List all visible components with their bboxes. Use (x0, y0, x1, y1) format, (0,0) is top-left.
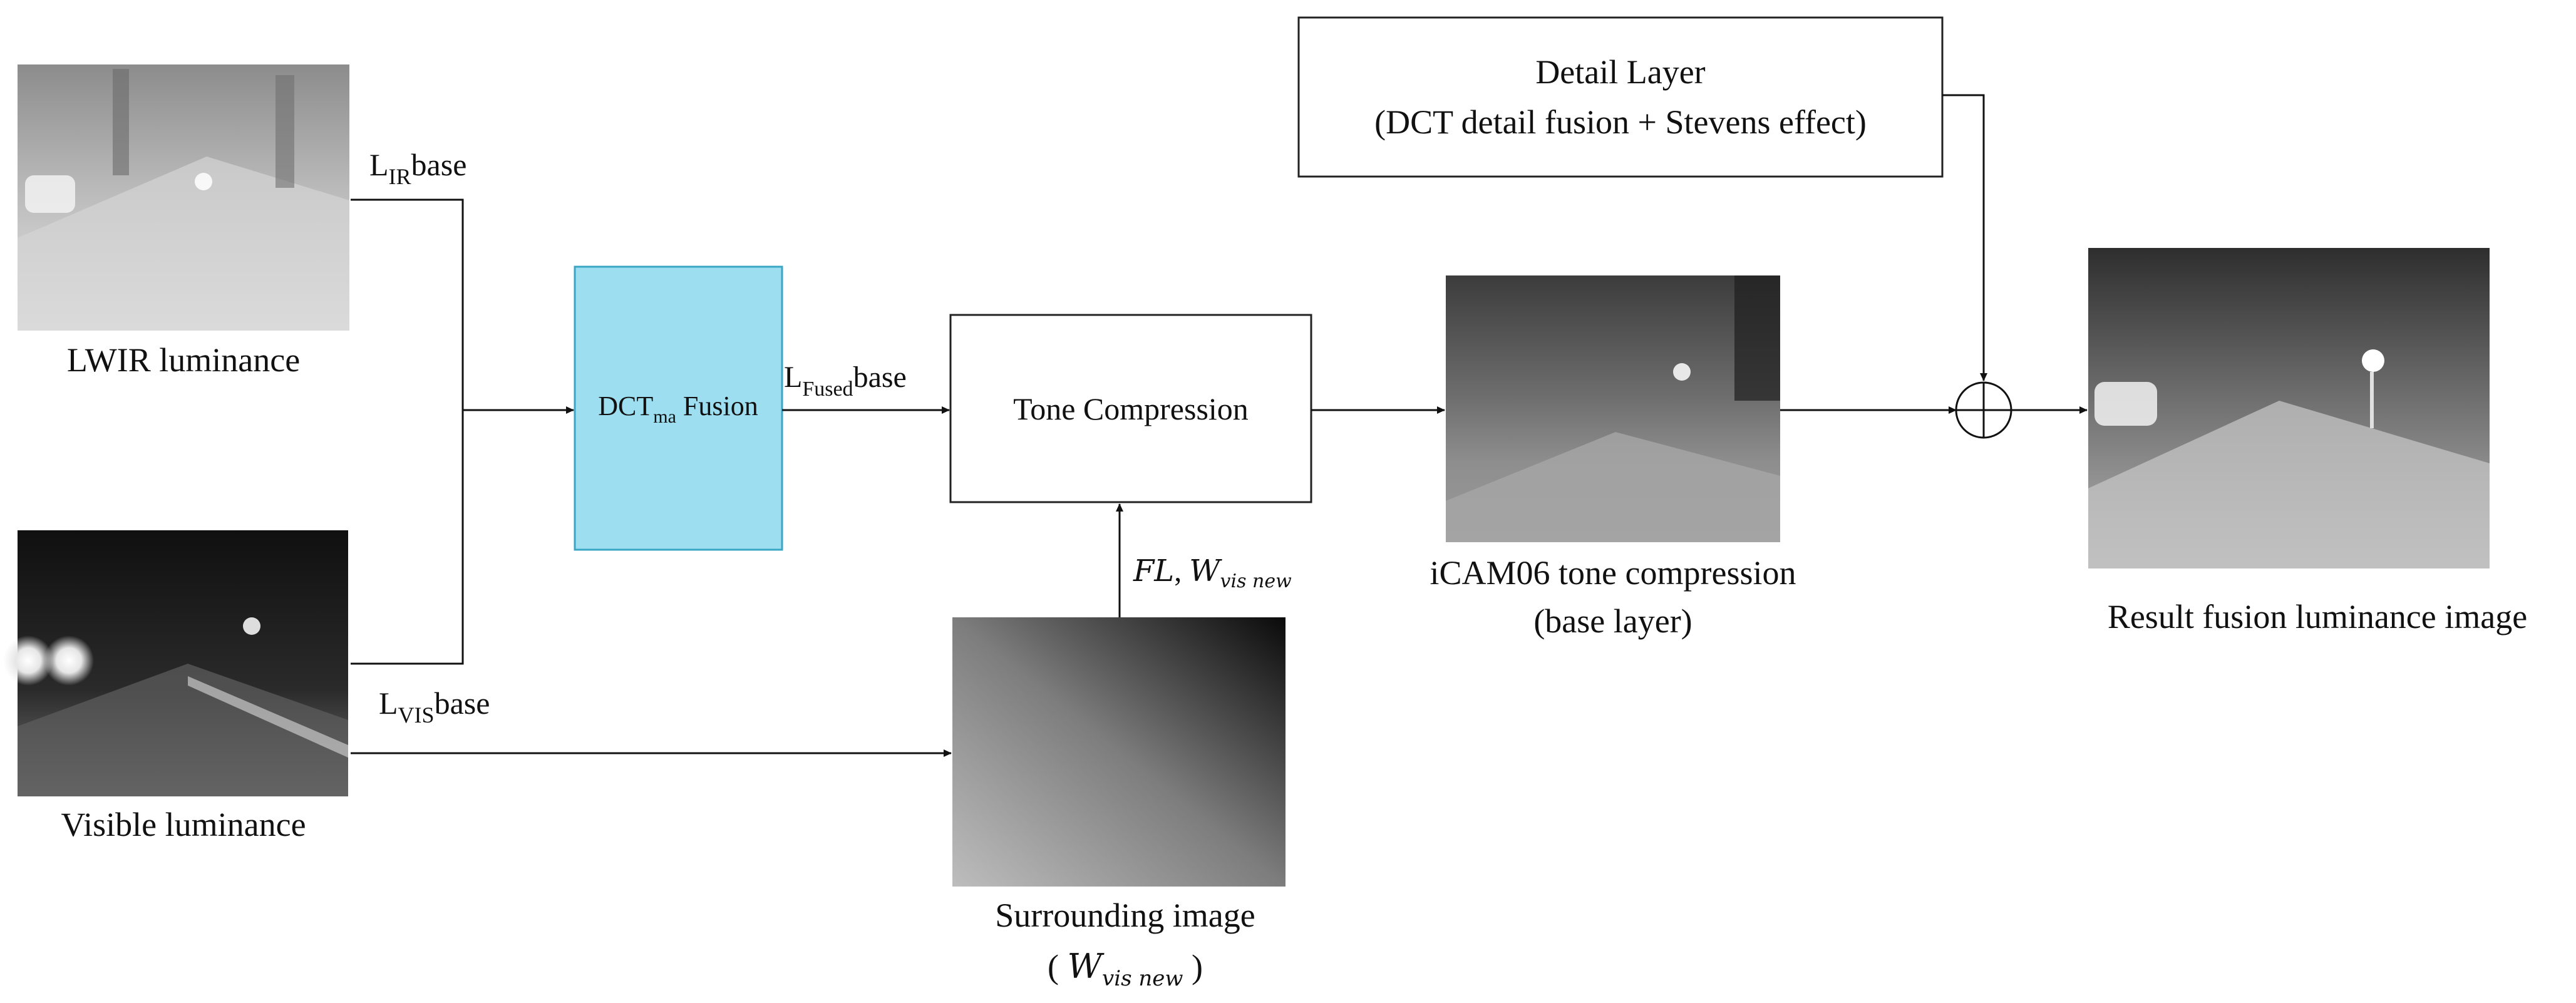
dct-fusion-box (574, 265, 783, 551)
result-fusion-image (2088, 248, 2490, 568)
visible-luminance-caption: Visible luminance (61, 806, 306, 843)
icam06-caption-line2: (base layer) (1533, 602, 1692, 640)
detail-layer-title: Detail Layer (1535, 53, 1705, 91)
detail-to-sum-arrow (1942, 94, 1987, 381)
dct-fusion-label: DCTma Fusion (598, 391, 758, 427)
ir-base-label: LIRbase (369, 147, 466, 189)
icam06-image (1446, 275, 1780, 542)
lwir-base-edge (351, 198, 464, 410)
subcaption-w-sub: vis new (1102, 966, 1183, 991)
visible-luminance-image (3, 530, 348, 796)
detail-layer-box (1297, 16, 1944, 178)
result-fusion-caption: Result fusion luminance image (2108, 598, 2527, 635)
subcaption-w: W (1068, 947, 1105, 986)
fl-w-label: FL, Wvis new (1133, 553, 1292, 592)
surrounding-image-caption: Surrounding image (995, 897, 1255, 934)
tone-compression-box (949, 314, 1312, 503)
tone-compression-label: Tone Compression (1013, 391, 1249, 426)
detail-layer-subtitle: (DCT detail fusion + Stevens effect) (1374, 103, 1867, 141)
lwir-luminance-caption: LWIR luminance (67, 341, 300, 379)
surrounding-image (952, 617, 1285, 887)
visible-base-edge-up (351, 410, 464, 665)
icam06-caption-line1: iCAM06 tone compression (1430, 554, 1796, 592)
vis-base-label: LVISbase (379, 686, 490, 728)
plus-circle-icon (1955, 381, 2012, 439)
fused-base-label: LFusedbase (784, 361, 907, 401)
lwir-luminance-image (18, 64, 349, 331)
surrounding-image-subcaption: ( Wvis new ) (1048, 947, 1203, 991)
